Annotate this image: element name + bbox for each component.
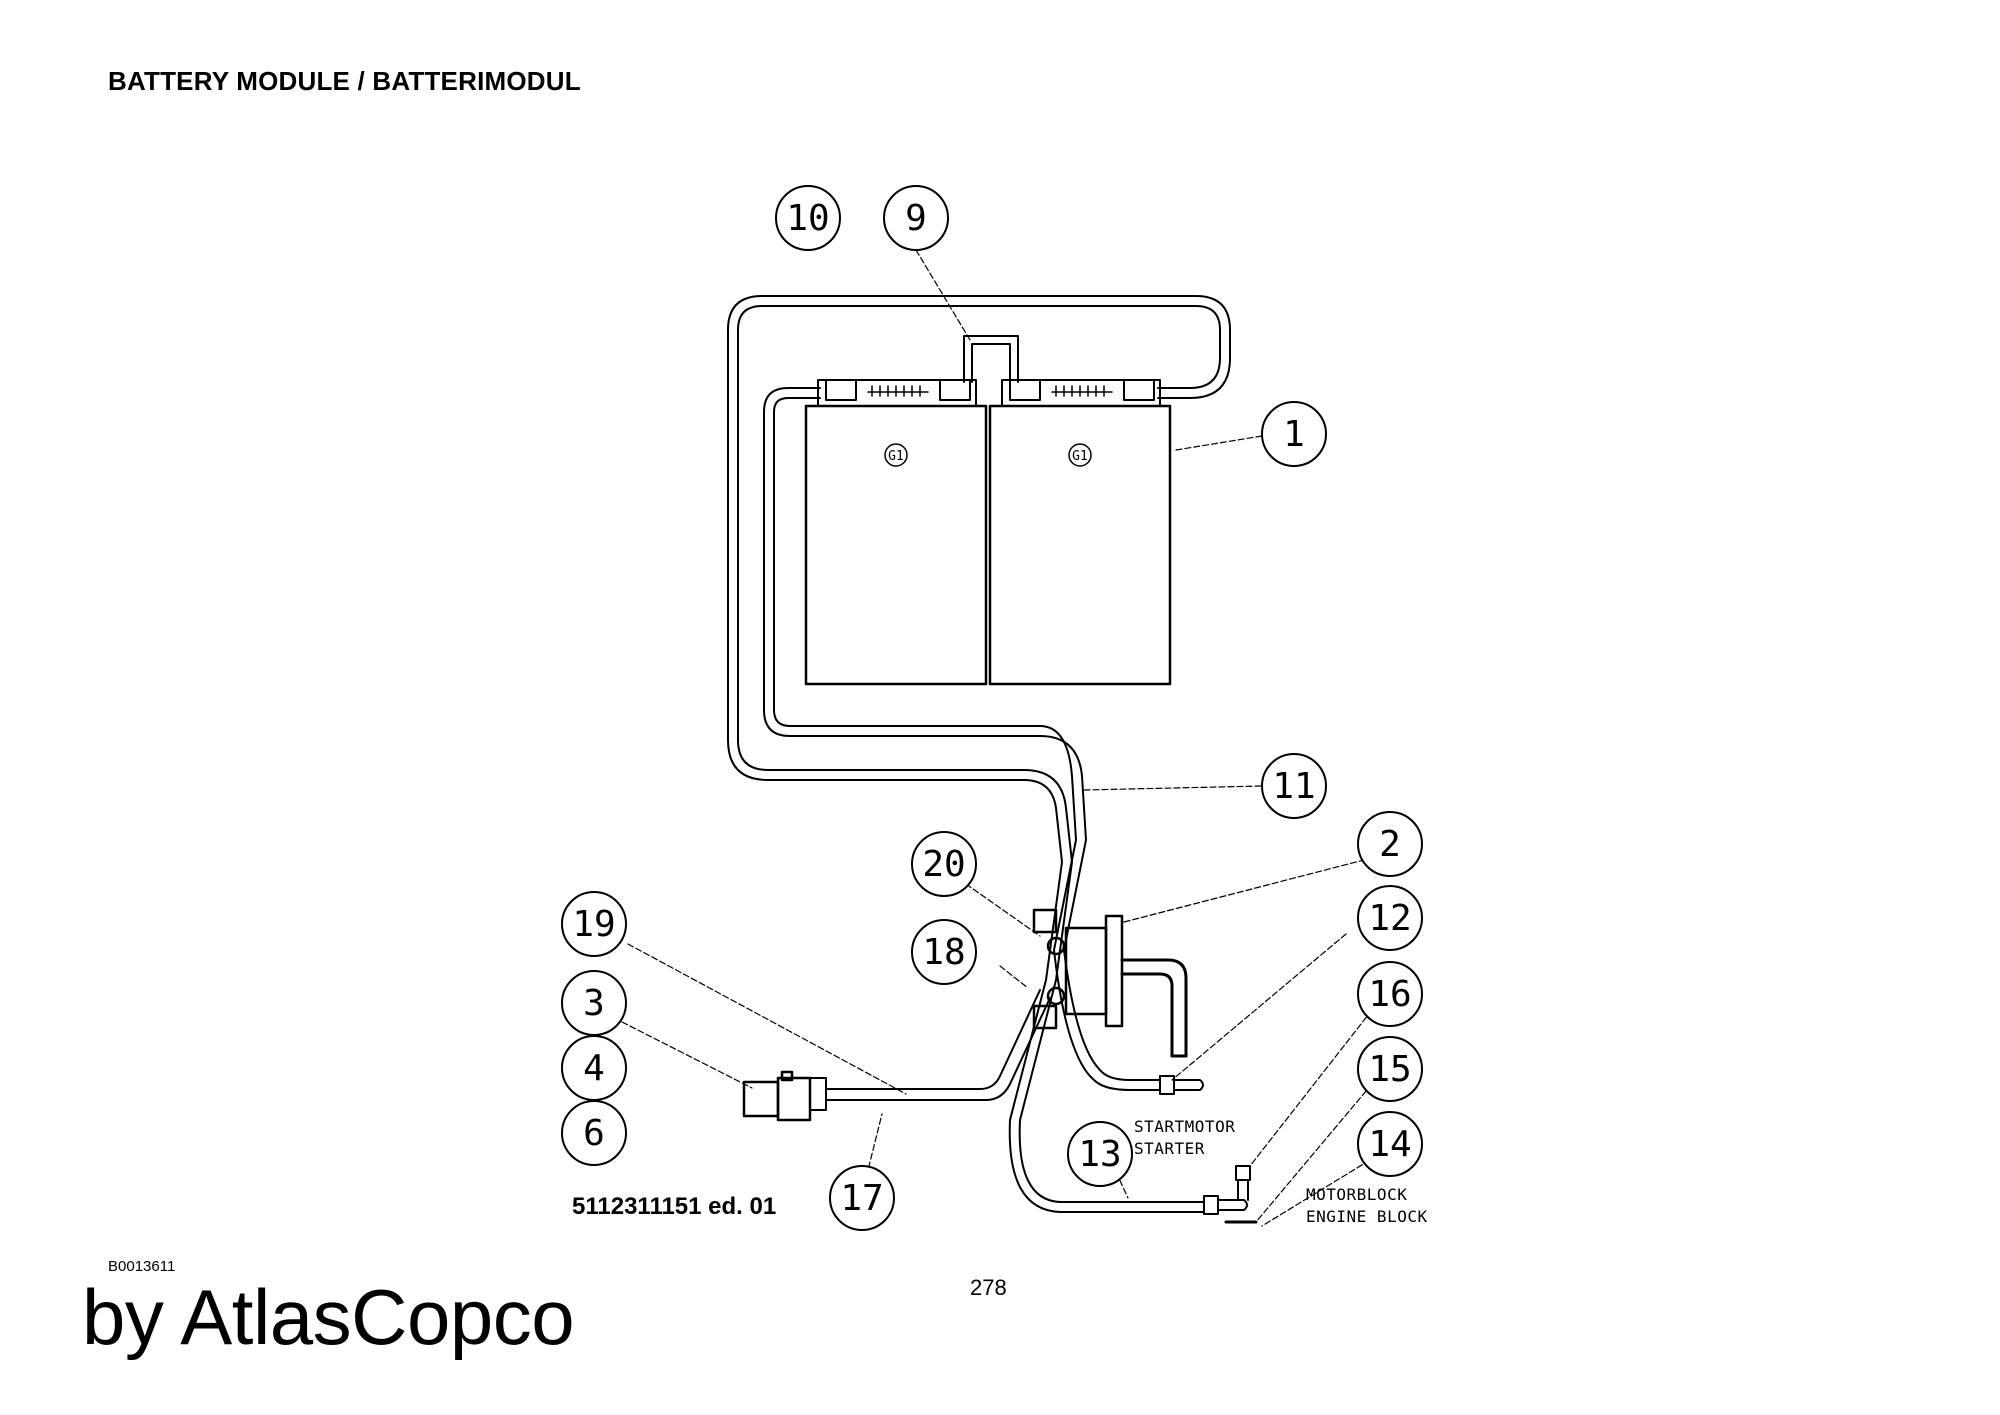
inner-cable — [763, 387, 1161, 1091]
callout-label-9: 9 — [905, 198, 927, 239]
callout-label-13: 13 — [1078, 1134, 1121, 1175]
callout-label-15: 15 — [1368, 1049, 1411, 1090]
callout-circle-20 — [911, 831, 977, 897]
callout-circle-9 — [883, 185, 949, 251]
callout-label-2: 2 — [1379, 824, 1401, 865]
callout-label-17: 17 — [840, 1178, 883, 1219]
battery-right — [988, 379, 1172, 686]
document-number: 5112311151 ed. 01 — [572, 1193, 777, 1220]
callout-circle-11 — [1261, 753, 1327, 819]
callout-label-16: 16 — [1368, 974, 1411, 1015]
callout-circle-18 — [911, 919, 977, 985]
battery-tag-left: G1 — [888, 449, 904, 464]
callout-circle-12 — [1357, 885, 1423, 951]
callout-label-12: 12 — [1368, 898, 1411, 939]
callout-label-20: 20 — [922, 844, 965, 885]
callout-circle-1 — [1261, 401, 1327, 467]
callout-circle-13 — [1067, 1121, 1133, 1187]
note-engine-2: ENGINE BLOCK — [1306, 1207, 1428, 1226]
starter-lug — [1159, 1075, 1204, 1095]
callout-circle-16 — [1357, 961, 1423, 1027]
connector-plug — [742, 1070, 812, 1122]
brand-logo: by AtlasCopco — [82, 1273, 575, 1361]
bridge-cable — [963, 335, 1019, 383]
callout-label-18: 18 — [922, 932, 965, 973]
engine-block-lug — [1203, 1165, 1258, 1224]
callout-circle-10 — [775, 185, 841, 251]
callout-circle-6 — [561, 1100, 627, 1166]
note-starter-2: STARTER — [1134, 1139, 1205, 1158]
callout-circle-14 — [1357, 1111, 1423, 1177]
callout-label-19: 19 — [572, 904, 615, 945]
battery-tag-right: G1 — [1072, 449, 1088, 464]
callout-circle-17 — [829, 1165, 895, 1231]
callout-label-4: 4 — [583, 1048, 605, 1089]
main-switch — [1032, 908, 1188, 1058]
note-engine-1: MOTORBLOCK — [1306, 1185, 1407, 1204]
page-number: 278 — [970, 1275, 1007, 1300]
callout-label-14: 14 — [1368, 1124, 1411, 1165]
callout-circle-19 — [561, 891, 627, 957]
callout-label-11: 11 — [1272, 766, 1315, 807]
page-title: BATTERY MODULE / BATTERIMODUL — [108, 66, 581, 96]
callout-label-10: 10 — [786, 198, 829, 239]
battery-left — [804, 379, 988, 686]
callout-circle-2 — [1357, 811, 1423, 877]
note-starter-1: STARTMOTOR — [1134, 1117, 1235, 1136]
callout-label-1: 1 — [1283, 414, 1305, 455]
callout-label-3: 3 — [583, 983, 605, 1024]
outer-cable — [727, 295, 1231, 1213]
callout-label-6: 6 — [583, 1113, 605, 1154]
callout-circle-15 — [1357, 1036, 1423, 1102]
image-id: B0013611 — [108, 1258, 176, 1275]
connector-cable — [809, 989, 1051, 1111]
